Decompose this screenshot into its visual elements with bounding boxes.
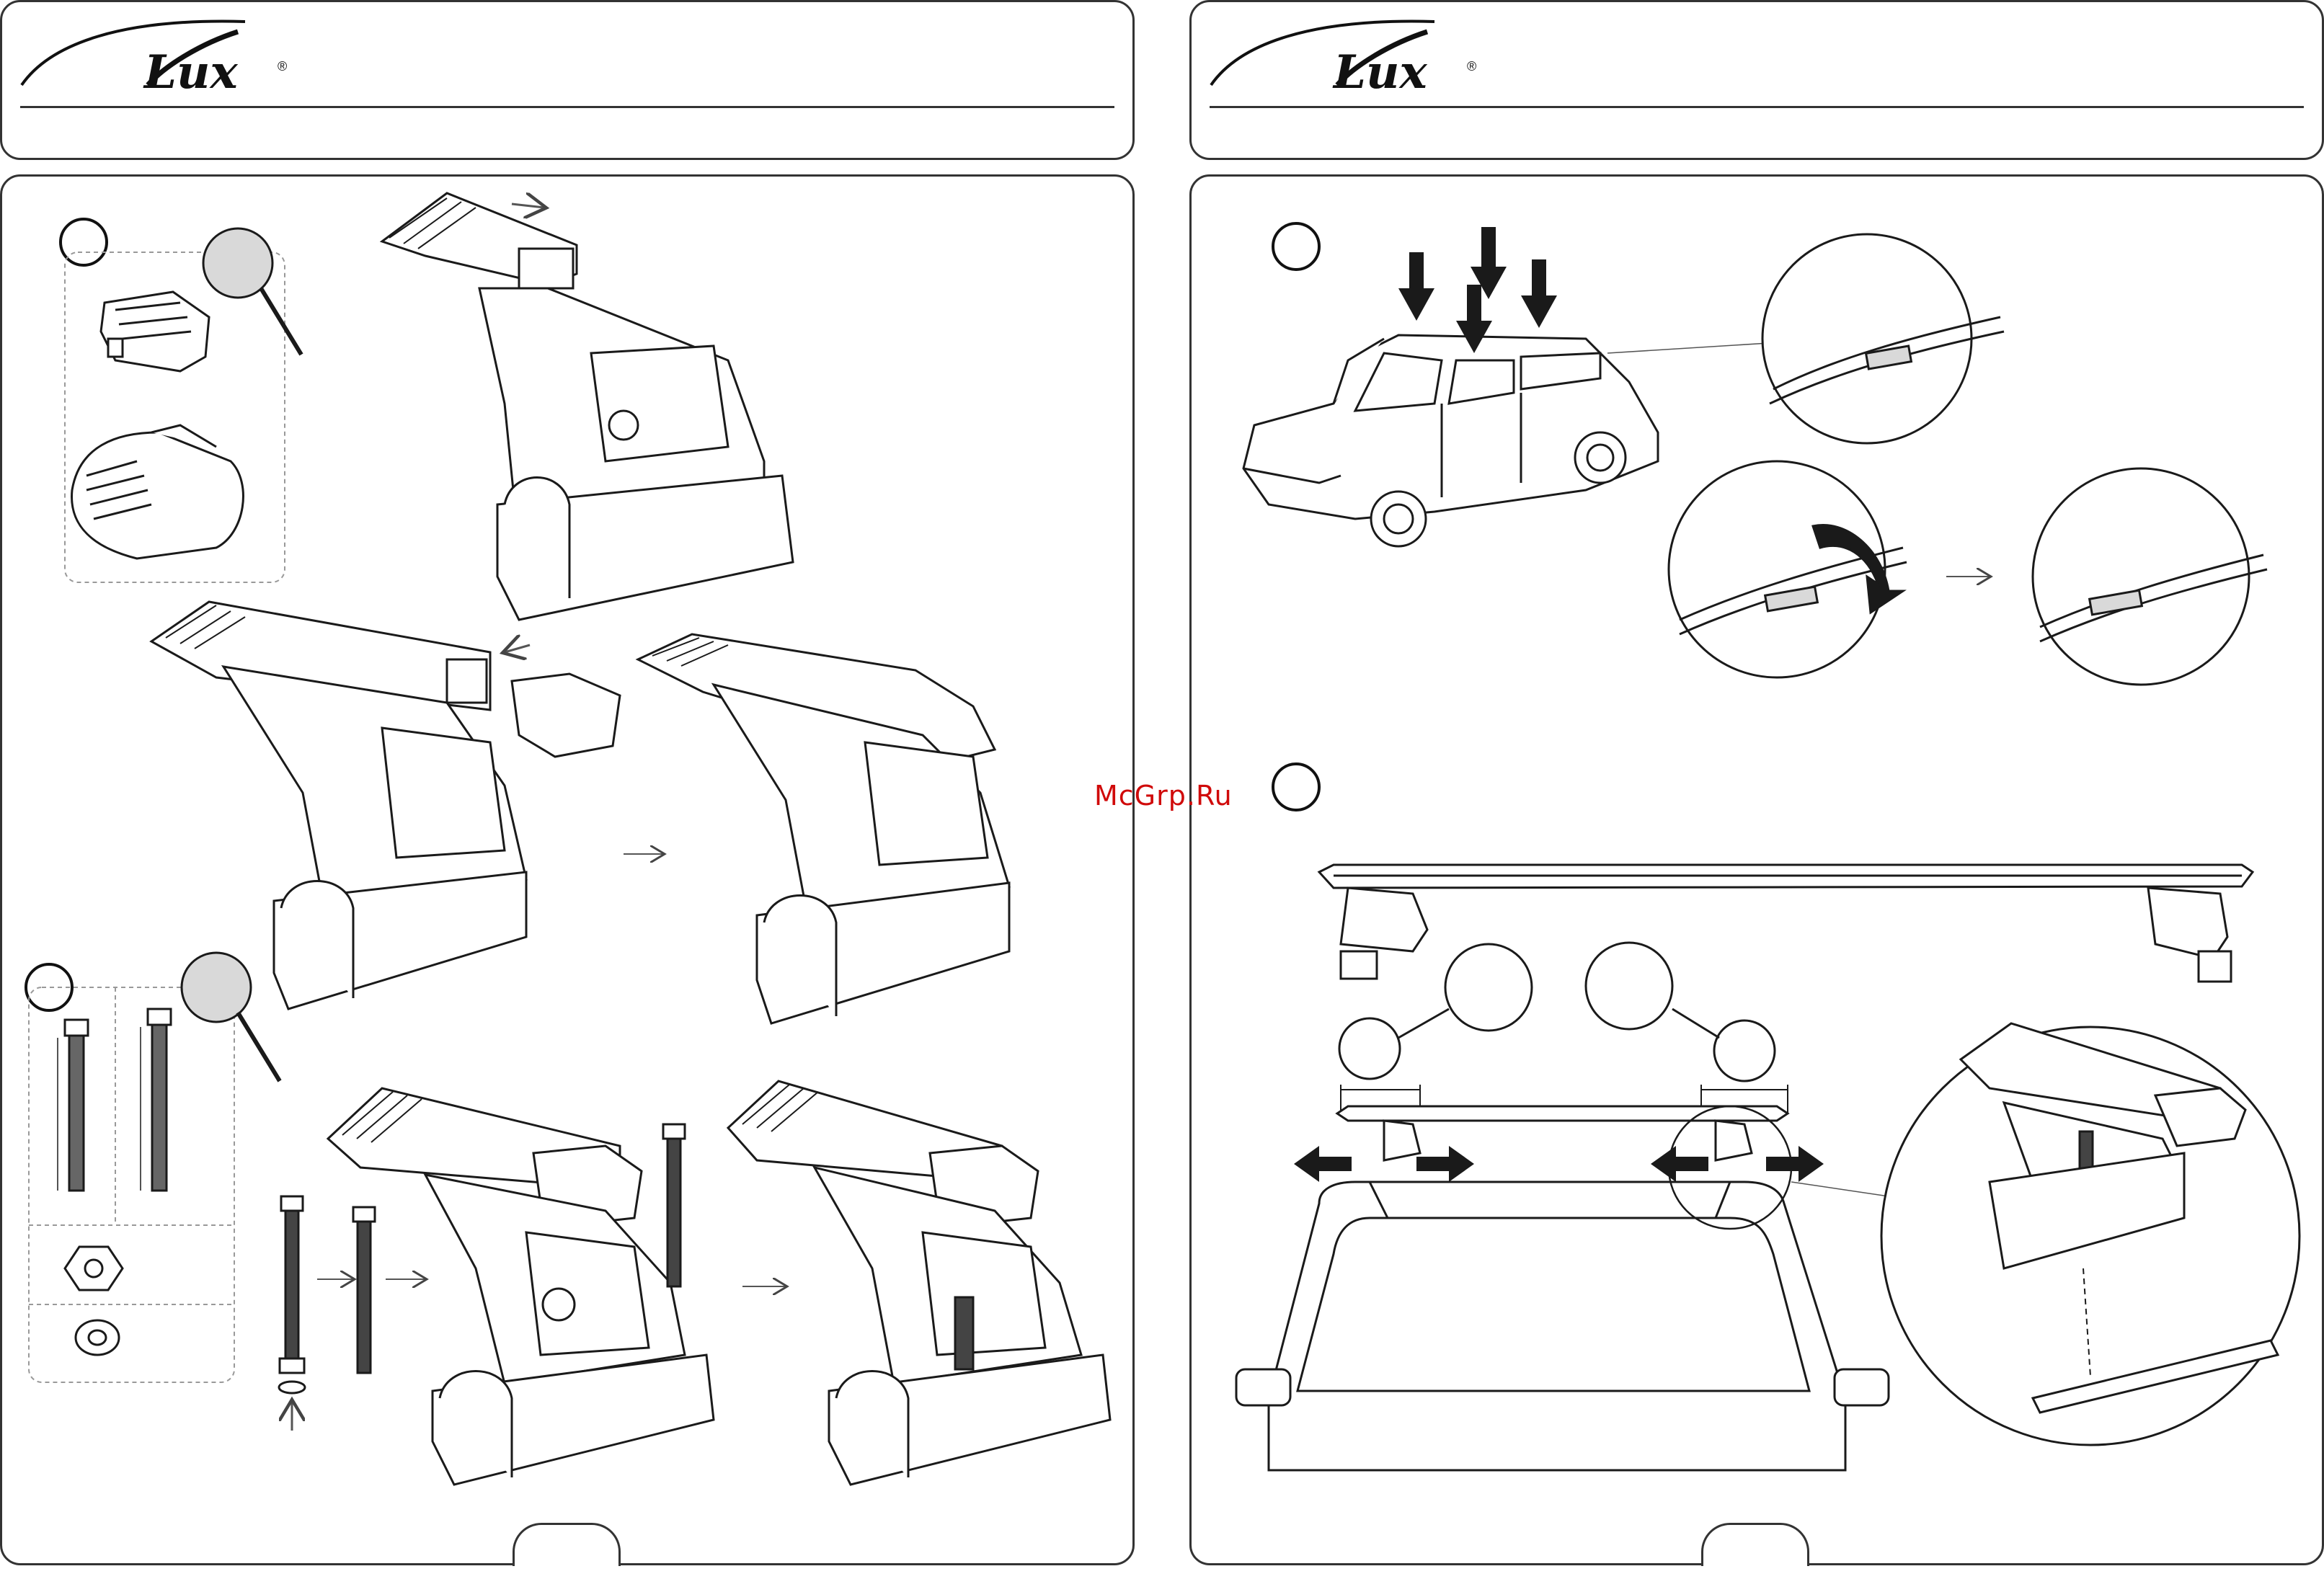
hardware-detail-box <box>29 987 234 1382</box>
roof-foot-top <box>382 193 793 620</box>
roof-foot-middle-left <box>151 602 526 1009</box>
roof-foot-bottom-right <box>728 1081 1110 1485</box>
bolt-long <box>58 1020 88 1191</box>
detail-circle-attached <box>2033 468 2267 685</box>
logo-trademark-right: ® <box>1467 59 1476 74</box>
lux-logo-right: Lux ® <box>1211 22 1476 99</box>
bolt-assembly-vertical <box>663 1124 685 1286</box>
measure-circles <box>1339 943 1775 1081</box>
bolt-assembly-loose <box>279 1196 305 1393</box>
arrow-icon <box>512 204 544 208</box>
magnifier-icon <box>203 228 301 355</box>
logo-trademark-left: ® <box>278 59 287 74</box>
logo-brand-right: Lux <box>1332 45 1428 99</box>
logo-brand-left: Lux <box>143 45 239 99</box>
magnifier-icon <box>182 953 280 1081</box>
roof-foot-bottom-left <box>328 1088 714 1485</box>
detail-circle-peel <box>1669 461 1907 677</box>
car-rear-view <box>1236 1182 1889 1470</box>
callout-line <box>1607 342 1780 353</box>
car-illustration <box>1243 335 1658 546</box>
bolt-assembly-nut <box>353 1207 375 1373</box>
clamp-part <box>72 425 244 559</box>
end-cap-part <box>101 292 209 371</box>
down-arrows-icon <box>1398 227 1557 353</box>
washer-part <box>76 1320 119 1355</box>
end-cap-loose <box>512 674 620 757</box>
roof-foot-middle-right <box>638 634 1009 1023</box>
lux-logo-left: Lux ® <box>22 22 287 99</box>
detail-circle-mount <box>1881 1023 2299 1445</box>
arrow-icon <box>505 645 530 652</box>
bolt-short <box>141 1009 171 1191</box>
detail-circle-roof <box>1762 234 2004 443</box>
roof-bar-top-view <box>1337 1106 1788 1160</box>
nut-part <box>65 1247 123 1290</box>
